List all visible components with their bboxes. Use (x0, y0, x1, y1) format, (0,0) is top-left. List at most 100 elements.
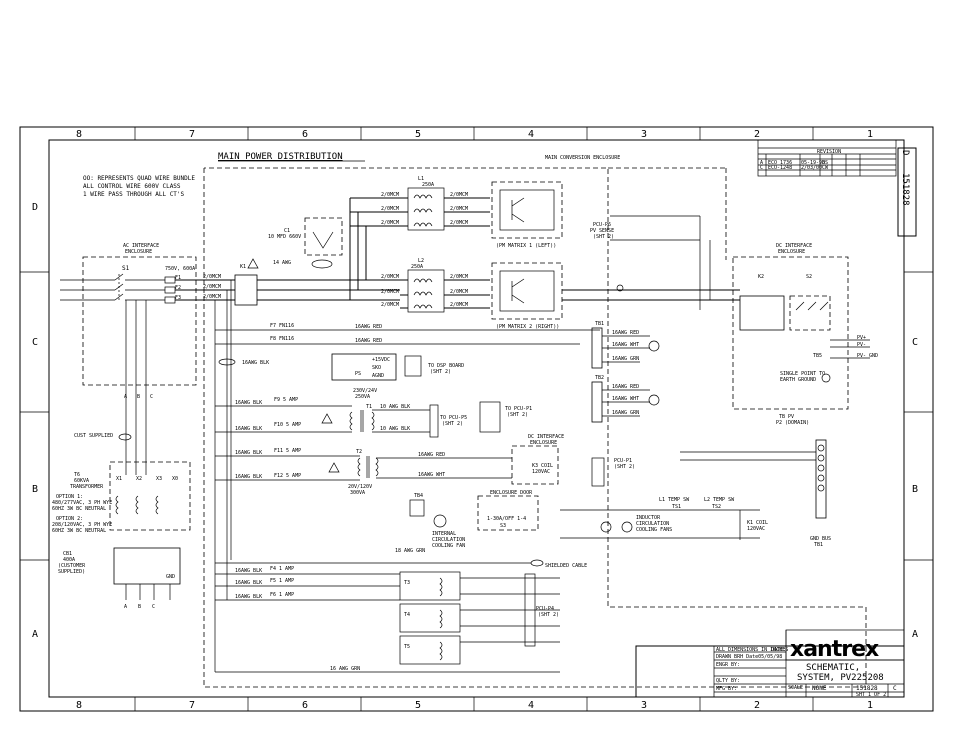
pcu-p5-2: (SHT 2) (442, 421, 463, 427)
ps-to-1: TO DSP BOARD (428, 363, 464, 369)
abc-c: C (150, 394, 153, 400)
zone-bottom-4: 4 (528, 700, 534, 711)
zone-top-5: 5 (415, 129, 421, 140)
ts1-label: TS1 (672, 504, 681, 510)
ac-interface-enclosure (82, 256, 197, 386)
zone-top-1: 1 (867, 129, 873, 140)
ac-source-lines (125, 300, 147, 475)
k1-coil-2: 120VAC (747, 526, 765, 532)
l2-label: L2 (418, 258, 424, 264)
ts2-label: TS2 (712, 504, 721, 510)
cb1-4: SUPPLIED) (58, 569, 85, 575)
wire-l1a: 2/0MCM (381, 192, 399, 198)
dc-int-l2: ENCLOSURE (530, 440, 557, 446)
wire-l2c: 2/0MCM (381, 302, 399, 308)
tb1-wire-grn: 16AWG GRN (612, 356, 639, 362)
pcu-p1-2: (SHT 2) (507, 412, 528, 418)
l1-rating: 250A (422, 182, 434, 188)
tb1-block (591, 327, 603, 369)
zone-top-8: 8 (76, 129, 82, 140)
gnd-bus-bar (815, 439, 827, 519)
fan-ind-2: CIRCULATION (636, 521, 669, 527)
internal-fan-icon (433, 514, 447, 528)
dc-interface-enclosure (732, 256, 849, 410)
wire-16wht-t2: 16AWG WHT (418, 472, 445, 478)
wire-l1d: 2/0MCM (450, 192, 468, 198)
f7-label: F7 FN116 (270, 323, 294, 329)
wire-18-grn: 18 AWG GRN (395, 548, 425, 554)
igbt-matrix-1 (491, 181, 563, 239)
k3-coil-2: 120VAC (532, 469, 550, 475)
cb1-2: 400A (63, 557, 75, 563)
main-enclosure-label: MAIN CONVERSION ENCLOSURE (545, 155, 620, 161)
revision-block: REVISION A ECO 1736 05-19-98 DS C ECO-12… (757, 139, 897, 177)
company-logo: xantrex (790, 637, 879, 662)
zone-right-A: A (912, 629, 918, 640)
wire-16blk-f4: 16AWG BLK (235, 568, 262, 574)
title-block[interactable] (635, 629, 905, 698)
rev-a: A (760, 160, 763, 166)
f10-label: F10 5 AMP (274, 422, 301, 428)
igbt2-caption: (PM MATRIX 2 (RIGHT)) (496, 324, 559, 330)
abc-b: B (137, 394, 140, 400)
l1-temp: L1 TEMP SW (659, 497, 690, 503)
fan-1-icon (648, 340, 660, 352)
k1-coil-1: K1 COIL (747, 520, 768, 526)
pcu-p4-2: (SHT 2) (538, 612, 559, 618)
main-enclosure-border (203, 167, 867, 688)
zone-top-6: 6 (302, 129, 308, 140)
t2-label: T2 (356, 449, 362, 455)
dims-note: ALL DIMENSIONS IN INCHES (716, 647, 788, 653)
s2-switch (789, 295, 831, 331)
zone-bottom-1: 1 (867, 700, 873, 711)
bottom-abc-b: B (138, 604, 141, 610)
wire-16blk-t2b: 16AWG BLK (235, 474, 262, 480)
wire-16red-top: 16AWG RED (355, 324, 382, 330)
single-point-1: SINGLE POINT TO (780, 371, 825, 377)
t6-1: T6 (74, 472, 80, 478)
f8-label: F8 FN116 (270, 336, 294, 342)
f9-label: F9 5 AMP (274, 397, 298, 403)
tb4-label: TB4 (414, 493, 423, 499)
f5-label: F5 1 AMP (270, 578, 294, 584)
qlty-by: QLTY BY: (716, 678, 740, 684)
wire-16red-2: 16AWG RED (355, 338, 382, 344)
wire-2-0-a: 2/0MCM (203, 274, 221, 280)
t4-label: T4 (404, 612, 410, 618)
inner-border (48, 139, 905, 698)
option1-1: OPTION 1: (56, 494, 83, 500)
tb2-wire-grn: 16AWG GRN (612, 410, 639, 416)
t6-transformer (109, 461, 191, 531)
pcu-p1-1: TO PCU-P1 (505, 406, 532, 412)
shielded-cable: SHIELDED CABLE (545, 563, 587, 569)
zone-bottom-8: 8 (76, 700, 82, 711)
wire-l2e: 2/0MCM (450, 289, 468, 295)
c1-label: C1 (284, 228, 290, 234)
rev-c-eco: ECO-1248 (768, 165, 792, 171)
c1-capacitor (304, 217, 343, 256)
tb1-label: TB1 (595, 321, 604, 327)
ps-15v: +15VDC (372, 357, 390, 363)
wire-l2d: 2/0MCM (450, 274, 468, 280)
pcu-p6b-2: (SHT 2) (614, 464, 635, 470)
f4-label: F4 1 AMP (270, 566, 294, 572)
zone-left-C: C (32, 337, 38, 348)
zone-top-4: 4 (528, 129, 534, 140)
f12-label: F12 5 AMP (274, 473, 301, 479)
drawing-number-vertical: 151828 (900, 173, 910, 206)
door-label: ENCLOSURE DOOR (490, 490, 533, 496)
pv-gnd: PV- GND (857, 353, 878, 359)
tb2-wire-red: 16AWG RED (612, 384, 639, 390)
rev-letter: C (893, 685, 897, 692)
tb2-label: TB2 (595, 375, 604, 381)
fan-ind-3: COOLING FANS (636, 527, 672, 533)
single-point-2: EARTH GROUND (780, 377, 816, 383)
warning-icon-2 (321, 413, 333, 424)
l1-inductors (407, 187, 445, 231)
rev-a-by: DS (822, 160, 828, 166)
bottom-abc-c: C (152, 604, 155, 610)
rev-c-by: CW (822, 165, 829, 171)
xn-0: X0 (172, 476, 178, 482)
dc-enclosure-l2: ENCLOSURE (778, 249, 805, 255)
